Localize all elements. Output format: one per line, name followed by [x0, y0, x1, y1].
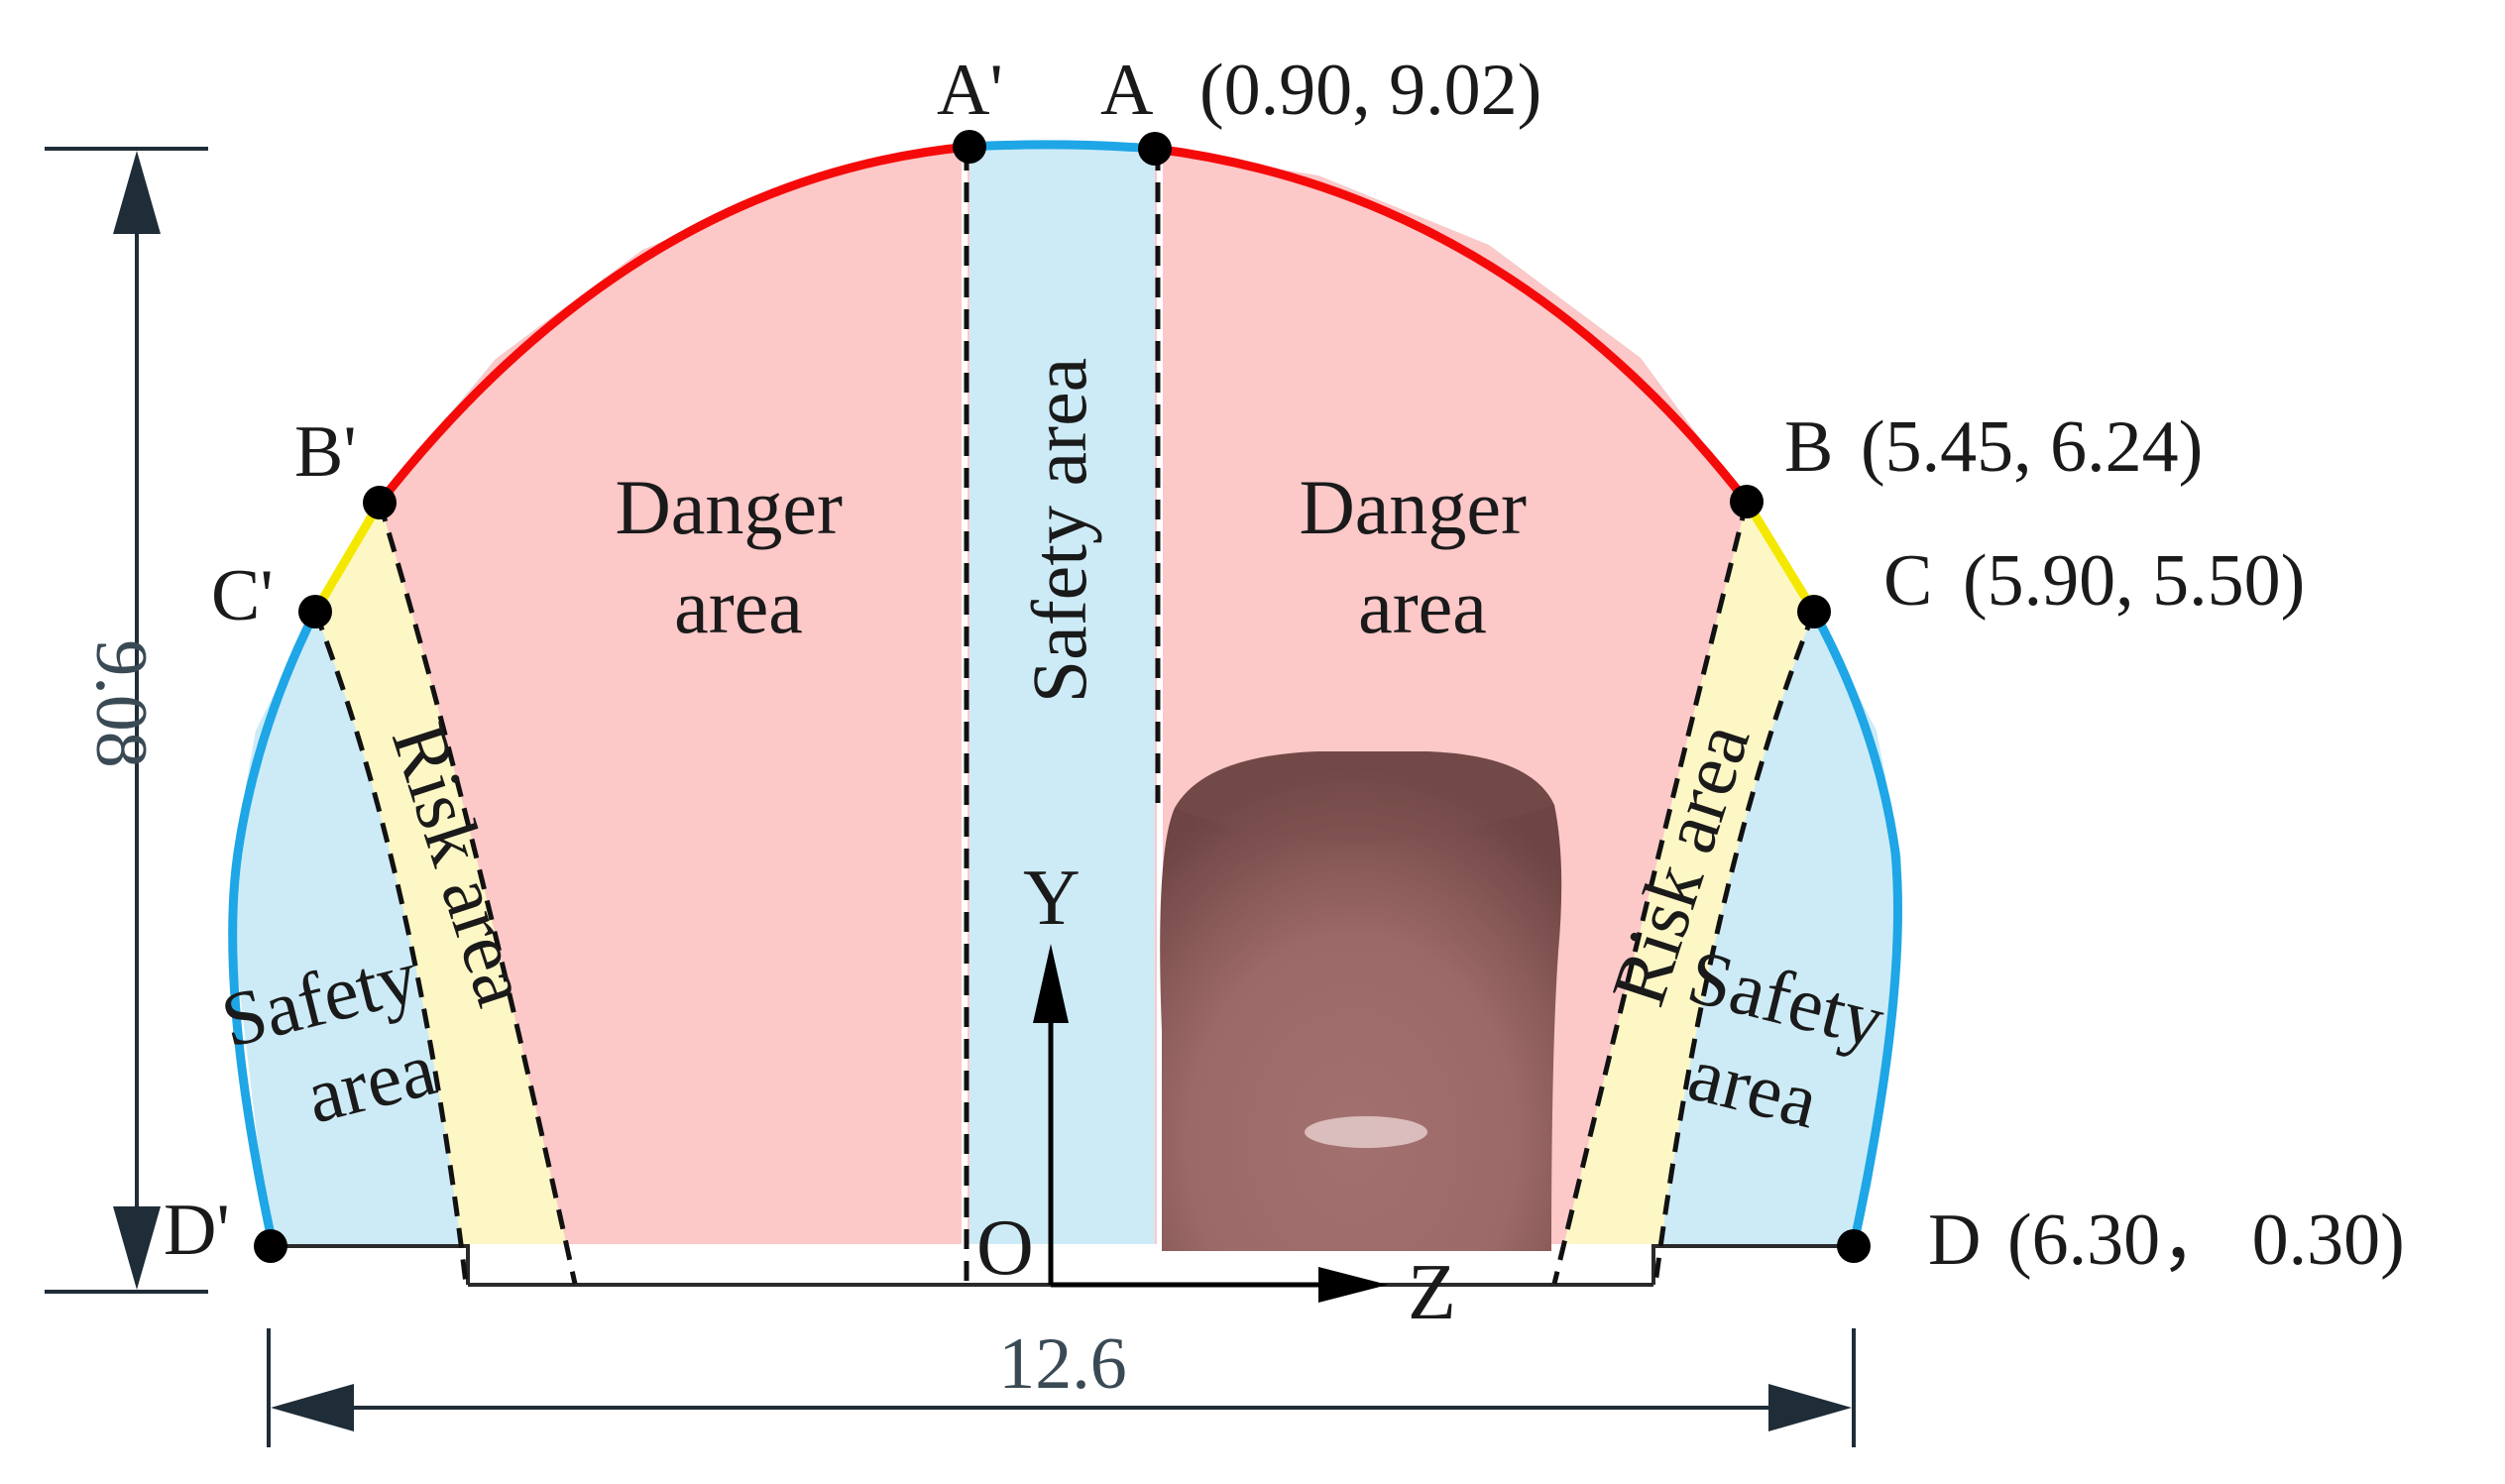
width-dim-arrow-left	[271, 1384, 354, 1431]
point-b-marker	[1730, 485, 1764, 518]
arch-danger-right	[1150, 144, 1752, 507]
height-dim-arrow-bottom	[113, 1206, 161, 1290]
point-d-name: D	[1928, 1199, 1981, 1281]
width-dimension-label: 12.6	[998, 1323, 1127, 1405]
point-b-prime-name: B'	[294, 411, 357, 493]
danger-label-left-line1: Danger	[615, 464, 843, 550]
point-d-marker	[1837, 1229, 1871, 1263]
road-level-right	[1651, 1244, 1854, 1285]
vehicle-roof-shade	[1175, 751, 1554, 843]
dash-risk-left-outer	[312, 611, 469, 1285]
zone-boundaries	[312, 151, 1817, 1285]
coordinate-axes: Y Z O	[976, 855, 1456, 1336]
origin-label: O	[976, 1204, 1034, 1292]
z-axis-arrowhead	[1318, 1267, 1388, 1303]
arch-boundary	[228, 140, 1902, 1249]
width-dimension: 12.6	[267, 1323, 1856, 1447]
vehicle-highlight	[1305, 1116, 1427, 1148]
point-d-coord: (6.30， 0.30)	[2007, 1199, 2405, 1281]
danger-label-left-line2: area	[674, 563, 803, 649]
point-b-name: B	[1784, 406, 1833, 488]
vehicle-body	[1160, 751, 1562, 1251]
point-d-prime-marker	[254, 1229, 287, 1263]
danger-fill-left	[380, 147, 969, 1244]
y-axis-arrowhead	[1033, 944, 1069, 1023]
danger-label-right-line2: area	[1358, 563, 1487, 649]
arch-risk-right	[1742, 497, 1819, 617]
point-c-name: C	[1883, 540, 1932, 622]
z-axis-label: Z	[1408, 1249, 1456, 1336]
vehicle-icon	[1160, 751, 1562, 1251]
arch-safety-right	[1809, 607, 1902, 1249]
road-level-left	[273, 1244, 470, 1285]
risk-fill-right	[1554, 502, 1814, 1244]
danger-label-right-line1: Danger	[1299, 464, 1527, 550]
arch-danger-left	[375, 142, 974, 508]
dash-risk-right-outer	[1652, 611, 1817, 1285]
arch-risk-left	[310, 498, 385, 617]
arch-safety-left	[228, 607, 320, 1249]
point-c-marker	[1797, 595, 1831, 628]
point-b-prime-marker	[363, 486, 397, 519]
y-axis-label: Y	[1023, 855, 1081, 942]
arch-safety-top	[965, 140, 1160, 154]
risk-fill-left	[315, 503, 575, 1244]
height-dim-arrow-top	[113, 151, 161, 234]
height-dimension-label: 9.08	[80, 639, 162, 768]
point-c-prime-name: C'	[211, 555, 274, 636]
point-a-prime-marker	[953, 130, 986, 164]
point-c-prime-marker	[298, 595, 332, 628]
point-d-prime-name: D'	[164, 1190, 230, 1271]
safety-label-center: Safety area	[1016, 358, 1102, 704]
point-a-coord: (0.90, 9.02)	[1199, 50, 1541, 131]
width-dim-arrow-right	[1768, 1384, 1852, 1431]
danger-label-right: Danger area	[1299, 464, 1545, 649]
point-labels: A' A (0.90, 9.02) B' B (5.45, 6.24) C' C…	[164, 50, 2405, 1281]
road-base	[273, 1244, 1854, 1287]
point-a-name: A	[1100, 50, 1153, 131]
point-a-prime-name: A'	[937, 50, 1003, 131]
danger-label-left: Danger area	[615, 464, 861, 649]
point-c-coord: (5.90, 5.50)	[1963, 540, 2305, 622]
point-b-coord: (5.45, 6.24)	[1861, 406, 2203, 488]
height-dimension: 9.08	[45, 147, 208, 1294]
boundary-points	[254, 130, 1871, 1263]
point-a-marker	[1138, 132, 1172, 166]
